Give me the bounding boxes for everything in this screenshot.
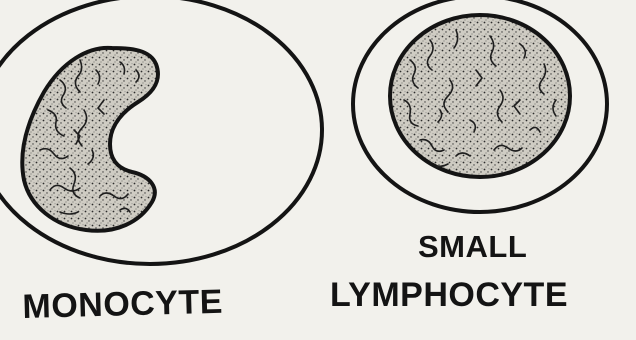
lymphocyte-nucleus bbox=[390, 15, 570, 177]
small-lymphocyte-label-line-1: SMALL bbox=[418, 229, 527, 265]
monocyte-label: MONOCYTE bbox=[22, 283, 223, 327]
monocyte-nucleus bbox=[22, 48, 158, 231]
small-lymphocyte-label-line-2: LYMPHOCYTE bbox=[330, 276, 568, 315]
